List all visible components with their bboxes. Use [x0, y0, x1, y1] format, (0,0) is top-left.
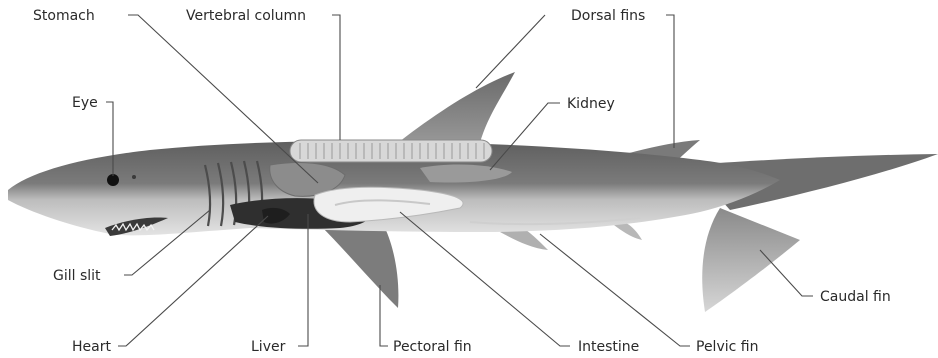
leader-liver — [298, 214, 308, 346]
label-gill-slit: Gill slit — [53, 268, 101, 284]
label-dorsal-fins: Dorsal fins — [571, 8, 645, 24]
vertebral-column — [290, 140, 492, 162]
label-heart: Heart — [72, 339, 111, 355]
label-intestine: Intestine — [578, 339, 639, 355]
label-eye: Eye — [72, 95, 98, 111]
leader-intestine — [400, 212, 570, 346]
caudal-fin-lower — [702, 208, 800, 312]
leader-heart — [118, 216, 268, 346]
label-kidney: Kidney — [567, 96, 615, 112]
label-liver: Liver — [251, 339, 286, 355]
leader-vertebral-column — [332, 15, 340, 140]
nostril — [132, 175, 136, 179]
label-stomach: Stomach — [33, 8, 95, 24]
pectoral-fin — [320, 225, 398, 308]
leader-dorsal-fins-second — [666, 15, 674, 148]
label-caudal-fin: Caudal fin — [820, 289, 891, 305]
dorsal-fin-first — [395, 72, 515, 150]
label-vertebral-column: Vertebral column — [186, 8, 306, 24]
leader-pelvic-fin — [540, 234, 690, 346]
label-pelvic-fin: Pelvic fin — [696, 339, 758, 355]
label-pectoral-fin: Pectoral fin — [393, 339, 472, 355]
